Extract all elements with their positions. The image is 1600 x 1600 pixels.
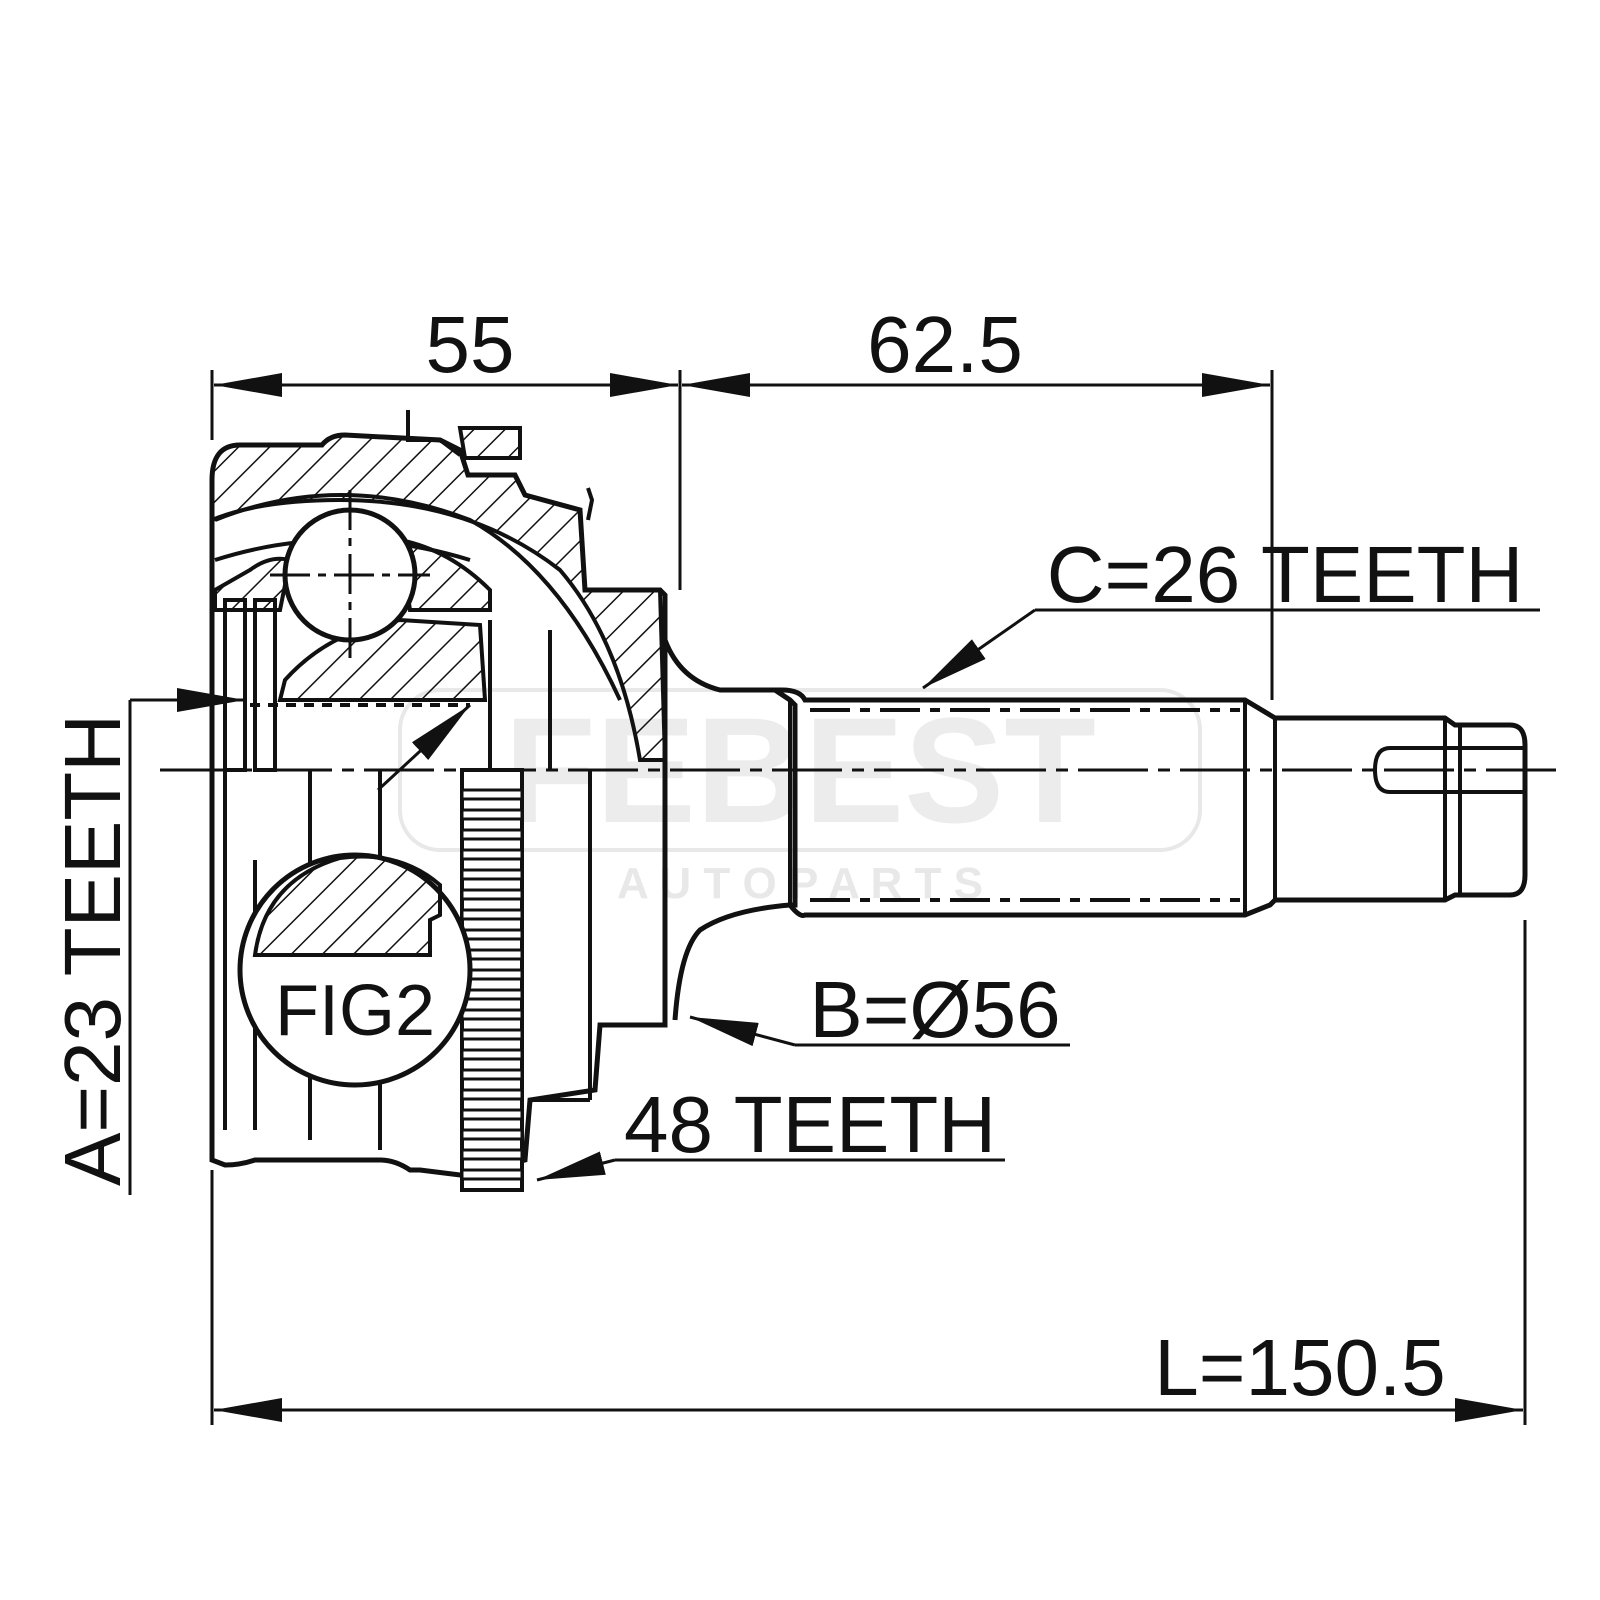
- abs-tooth: [460, 868, 524, 881]
- abs-tooth: [460, 888, 524, 901]
- abs-ring: [460, 768, 524, 1192]
- abs-tooth: [460, 848, 524, 861]
- housing-hatch-top: [210, 432, 668, 762]
- callout-abs-ring: 48 TEETH: [536, 1080, 1005, 1182]
- abs-tooth: [460, 788, 524, 801]
- dim-total-length: L=150.5: [214, 1323, 1523, 1422]
- abs-ring-label: 48 TEETH: [624, 1080, 996, 1169]
- abs-tooth: [460, 1028, 524, 1041]
- dim-total-label: L=150.5: [1154, 1323, 1445, 1412]
- abs-tooth: [460, 1068, 524, 1081]
- callout-inner-spline: A=23 TEETH: [48, 688, 472, 1195]
- inner-spline-label: A=23 TEETH: [48, 714, 137, 1186]
- abs-ring-teeth: [460, 788, 524, 1181]
- clip-hatch: [457, 426, 522, 460]
- abs-tooth: [460, 1088, 524, 1101]
- dim-stub-length: 62.5: [682, 300, 1270, 397]
- race-hatch-right: [397, 537, 492, 612]
- abs-tooth: [460, 908, 524, 921]
- stub-shaft: [662, 639, 1528, 1021]
- extension-lines: [210, 370, 1527, 1425]
- abs-tooth: [460, 1168, 524, 1181]
- inner-race-mid: [253, 598, 277, 772]
- watermark-tagline: A U T O P A R T S: [617, 859, 983, 908]
- dim-55-label: 55: [426, 300, 515, 389]
- abs-tooth: [460, 828, 524, 841]
- dim-housing-length: 55: [214, 300, 678, 397]
- callout-seal-diameter: B=Ø56: [689, 965, 1070, 1054]
- outer-housing: [209, 410, 668, 1178]
- abs-tooth: [460, 1008, 524, 1021]
- fig2-detail: FIG2: [237, 852, 473, 1088]
- abs-tooth: [460, 928, 524, 941]
- race-hatch-left: [213, 556, 293, 612]
- abs-tooth: [460, 988, 524, 1001]
- abs-tooth: [460, 1148, 524, 1161]
- fig2-label: FIG2: [275, 971, 435, 1051]
- abs-tooth: [460, 808, 524, 821]
- dim-62-5-label: 62.5: [867, 300, 1023, 389]
- abs-tooth: [460, 1108, 524, 1121]
- seal-diameter-label: B=Ø56: [809, 965, 1060, 1054]
- callout-outer-spline: C=26 TEETH: [922, 530, 1540, 690]
- outer-spline-label: C=26 TEETH: [1047, 530, 1523, 619]
- inner-race-left: [223, 598, 247, 772]
- abs-tooth: [460, 1128, 524, 1141]
- abs-tooth: [460, 1048, 524, 1061]
